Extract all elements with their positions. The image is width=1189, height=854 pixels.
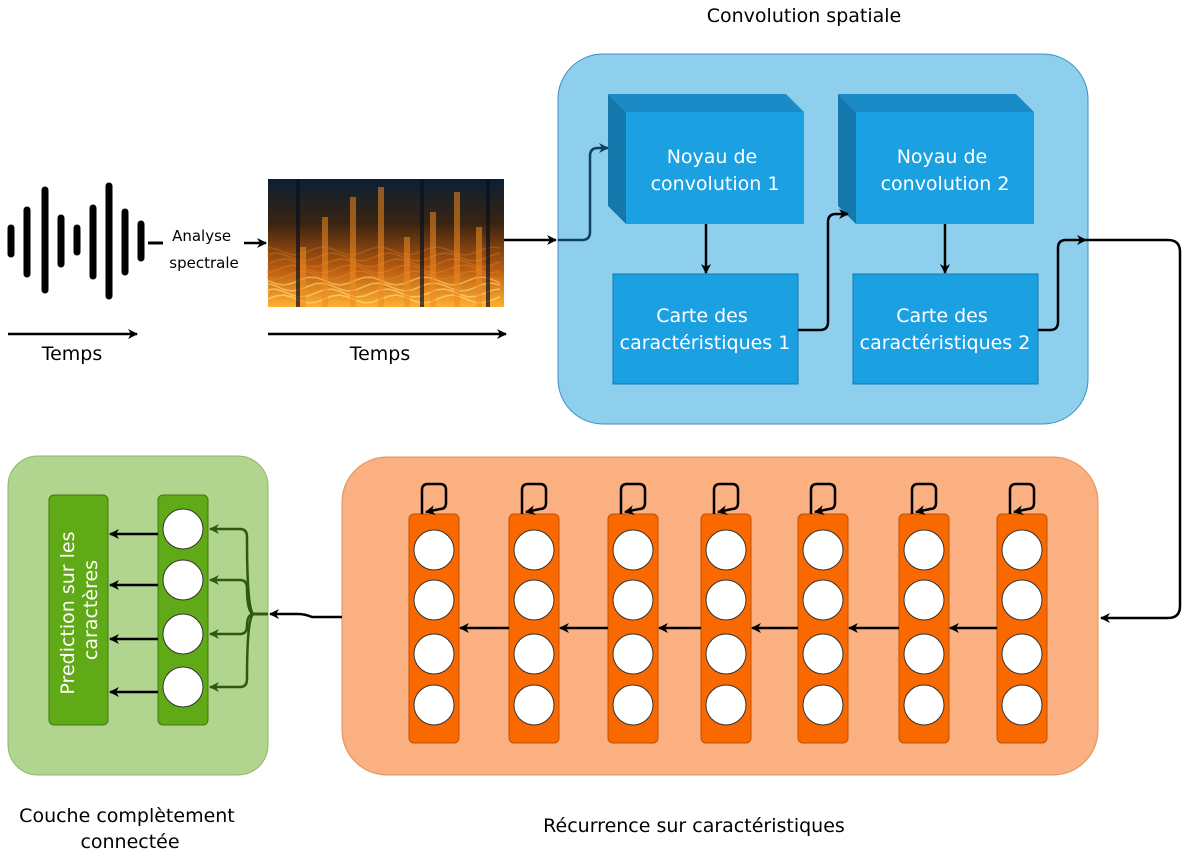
recurrent-neuron bbox=[1001, 529, 1043, 571]
recurrent-neuron bbox=[802, 579, 844, 621]
recurrent-neuron bbox=[612, 633, 654, 675]
recurrent-neuron bbox=[705, 684, 747, 726]
recurrent-cell bbox=[996, 482, 1048, 744]
time-label-wave: Temps bbox=[41, 343, 103, 365]
fc-input-arrow bbox=[209, 575, 268, 616]
fc-neuron bbox=[162, 666, 204, 708]
svg-text:Noyau de convolution 1: Noyau de convolution 1 bbox=[651, 146, 780, 195]
analysis-label: Analyse spectrale bbox=[169, 227, 238, 272]
time-label-spectro: Temps bbox=[349, 343, 411, 365]
recurrent-neuron bbox=[612, 579, 654, 621]
recurrent-cell bbox=[700, 482, 752, 744]
recurrent-cell bbox=[797, 482, 849, 744]
prediction-label: Prediction sur les caractères bbox=[57, 525, 102, 694]
recurrent-neuron bbox=[903, 684, 945, 726]
recurrence-to-fc-arrow bbox=[269, 609, 342, 619]
recurrent-self-loop bbox=[1008, 482, 1036, 516]
recurrent-cell bbox=[508, 482, 560, 744]
kernel-1-box: Noyau de convolution 1 bbox=[608, 94, 804, 224]
conv-title: Convolution spatiale bbox=[707, 5, 902, 27]
feature-map-2-box: Carte des caractéristiques 2 bbox=[852, 273, 1039, 385]
svg-text:Carte des caractéristiqu: Carte des caractéristiques 2 bbox=[860, 305, 1031, 354]
recurrent-cell bbox=[607, 482, 659, 744]
fully-connected-panel bbox=[7, 455, 269, 776]
recurrent-neuron bbox=[802, 529, 844, 571]
fc-neuron bbox=[162, 559, 204, 601]
svg-text:Carte des caractéristiqu: Carte des caractéristiques 1 bbox=[620, 305, 791, 354]
recurrent-neuron bbox=[612, 529, 654, 571]
svg-text:Noyau de convolution 2: Noyau de convolution 2 bbox=[881, 146, 1010, 195]
kernel-2-box: Noyau de convolution 2 bbox=[838, 94, 1034, 224]
recurrent-neuron bbox=[513, 529, 555, 571]
recurrent-neuron bbox=[903, 633, 945, 675]
map-2-to-output-arrow bbox=[1038, 235, 1087, 332]
recurrence-title: Récurrence sur caractéristiques bbox=[543, 815, 845, 837]
fully-connected-title: Couche complètement connectée bbox=[19, 805, 241, 853]
recurrent-neuron bbox=[413, 684, 455, 726]
recurrent-cell bbox=[408, 482, 460, 744]
recurrent-cell bbox=[898, 482, 950, 744]
fc-neuron bbox=[162, 613, 204, 655]
recurrent-neuron bbox=[903, 529, 945, 571]
spectrogram-image bbox=[267, 179, 504, 307]
prediction-box bbox=[48, 494, 109, 726]
map-1-to-kernel-2-arrow bbox=[798, 209, 849, 332]
recurrent-neuron bbox=[413, 633, 455, 675]
fc-input-arrow bbox=[209, 524, 268, 616]
recurrent-neuron bbox=[802, 633, 844, 675]
recurrent-neuron bbox=[513, 579, 555, 621]
recurrent-neuron bbox=[513, 633, 555, 675]
fc-input-arrow bbox=[209, 612, 268, 639]
input-to-kernel-1-arrow bbox=[558, 143, 609, 242]
recurrent-self-loop bbox=[910, 482, 938, 516]
recurrent-neuron bbox=[705, 633, 747, 675]
fc-neuron-column bbox=[157, 494, 209, 726]
recurrent-neuron bbox=[705, 579, 747, 621]
recurrent-neuron bbox=[413, 579, 455, 621]
recurrent-self-loop bbox=[712, 482, 740, 516]
fc-neuron bbox=[162, 508, 204, 550]
recurrent-self-loop bbox=[619, 482, 647, 516]
recurrent-neuron bbox=[612, 684, 654, 726]
recurrent-neuron bbox=[513, 684, 555, 726]
recurrent-neuron bbox=[1001, 579, 1043, 621]
recurrent-neuron bbox=[1001, 633, 1043, 675]
waveform-icon bbox=[7, 182, 145, 300]
recurrent-neuron bbox=[413, 529, 455, 571]
recurrent-self-loop bbox=[420, 482, 448, 516]
feature-map-1-box: Carte des caractéristiques 1 bbox=[612, 273, 799, 385]
recurrent-neuron bbox=[705, 529, 747, 571]
recurrent-self-loop bbox=[809, 482, 837, 516]
recurrent-neuron bbox=[1001, 684, 1043, 726]
recurrent-self-loop bbox=[520, 482, 548, 516]
conv-to-recurrence-arrow bbox=[1086, 238, 1182, 623]
recurrent-neuron bbox=[903, 579, 945, 621]
fc-input-arrow bbox=[209, 612, 268, 692]
recurrent-neuron bbox=[802, 684, 844, 726]
